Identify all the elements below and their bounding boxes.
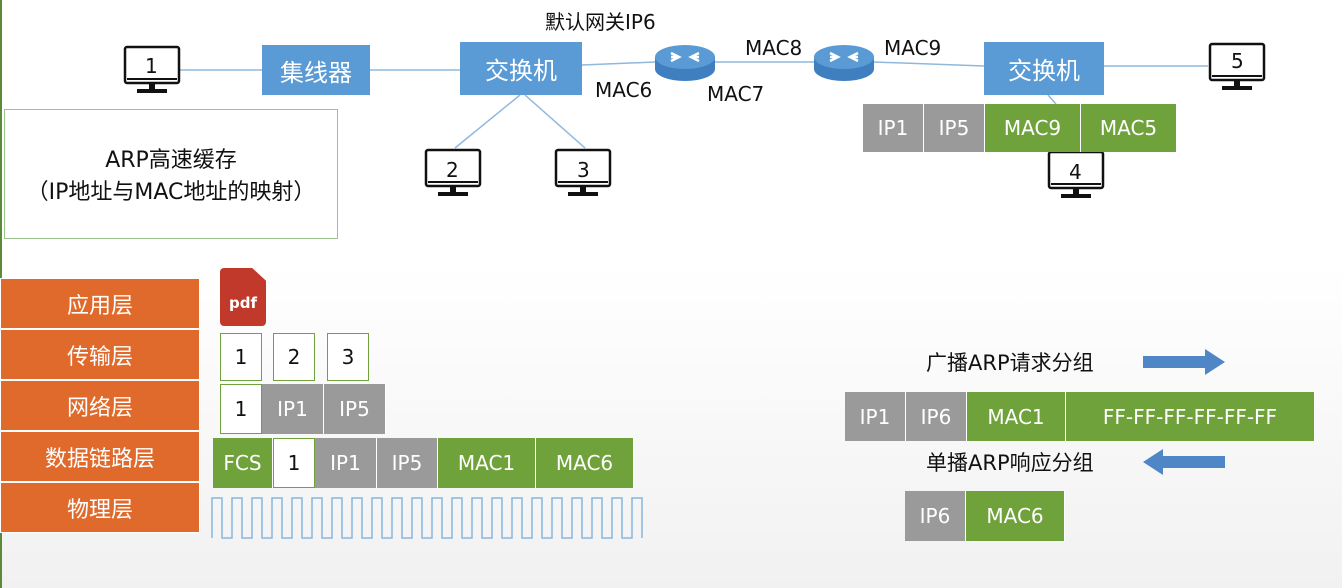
host-number: 4 [1069, 160, 1082, 184]
frame-field: IP1 [315, 438, 377, 488]
frame-field: IP5 [924, 104, 985, 152]
link-switch-pc4 [1047, 94, 1057, 105]
transport-segment: 2 [273, 333, 315, 381]
switch-node-right: 交换机 [984, 42, 1104, 95]
arp-cache-title: ARP高速缓存 [105, 148, 237, 173]
arrow-right-icon [1143, 349, 1225, 375]
arp-field: MAC1 [967, 392, 1066, 441]
link-switch-router1 [581, 61, 656, 66]
frame-field: IP1 [863, 104, 924, 152]
layer-stack: 应用层 传输层 网络层 数据链路层 物理层 [0, 278, 200, 533]
frame-field: MAC9 [985, 104, 1081, 152]
gateway-label: 默认网关IP6 [545, 10, 656, 34]
arp-field: IP1 [845, 392, 906, 441]
link-lines [180, 61, 1208, 149]
frame-field: FCS [213, 438, 273, 488]
transport-segment: 1 [220, 333, 262, 381]
arp-field: MAC6 [966, 491, 1065, 541]
layer-physical: 物理层 [0, 482, 200, 533]
frame-field: IP5 [377, 438, 438, 488]
mac-label: MAC7 [707, 82, 765, 106]
host-number: 1 [145, 54, 158, 78]
top-frame: IP1 IP5 MAC9 MAC5 [863, 104, 1177, 152]
mac-label: MAC8 [745, 36, 803, 60]
unicast-arp-response: IP6 MAC6 [905, 491, 1065, 541]
arp-cache-subtitle: （IP地址与MAC地址的映射） [26, 180, 316, 205]
pdf-file-icon: pdf [220, 268, 266, 326]
mac-label: MAC9 [884, 36, 942, 60]
router-icon [812, 43, 876, 83]
arrow-left-icon [1143, 449, 1225, 475]
packet-field: 1 [220, 384, 262, 434]
broadcast-arp-request: IP1 IP6 MAC1 FF-FF-FF-FF-FF-FF [845, 392, 1315, 441]
datalink-frame: FCS 1 IP1 IP5 MAC1 MAC6 [213, 438, 634, 488]
packet-field: IP1 [262, 384, 324, 434]
frame-field: MAC1 [438, 438, 536, 488]
physical-signal-waveform [211, 497, 643, 539]
layer-network: 网络层 [0, 380, 200, 431]
link-router2-switch [873, 61, 985, 67]
transport-segment: 3 [327, 333, 369, 381]
switch-node-left: 交换机 [460, 42, 582, 95]
arp-cache-box: ARP高速缓存 （IP地址与MAC地址的映射） [4, 109, 338, 239]
layer-datalink: 数据链路层 [0, 431, 200, 482]
network-packet: 1 IP1 IP5 [220, 384, 386, 434]
frame-field: 1 [273, 438, 315, 488]
mac-label: MAC6 [595, 78, 653, 102]
unicast-label: 单播ARP响应分组 [926, 451, 1094, 475]
frame-field: MAC6 [536, 438, 634, 488]
hub-node: 集线器 [262, 45, 370, 95]
link-switch-pc3 [524, 94, 586, 149]
broadcast-label: 广播ARP请求分组 [926, 351, 1094, 375]
router-icon [653, 43, 717, 83]
packet-field: IP5 [324, 384, 386, 434]
layer-transport: 传输层 [0, 329, 200, 380]
host-number: 3 [577, 158, 590, 182]
link-switch-pc2 [454, 94, 521, 149]
arp-field: FF-FF-FF-FF-FF-FF [1066, 392, 1315, 441]
frame-field: MAC5 [1081, 104, 1177, 152]
host-number: 5 [1231, 49, 1244, 73]
arp-field: IP6 [905, 491, 966, 541]
layer-application: 应用层 [0, 278, 200, 329]
host-number: 2 [446, 158, 459, 182]
arp-field: IP6 [906, 392, 967, 441]
